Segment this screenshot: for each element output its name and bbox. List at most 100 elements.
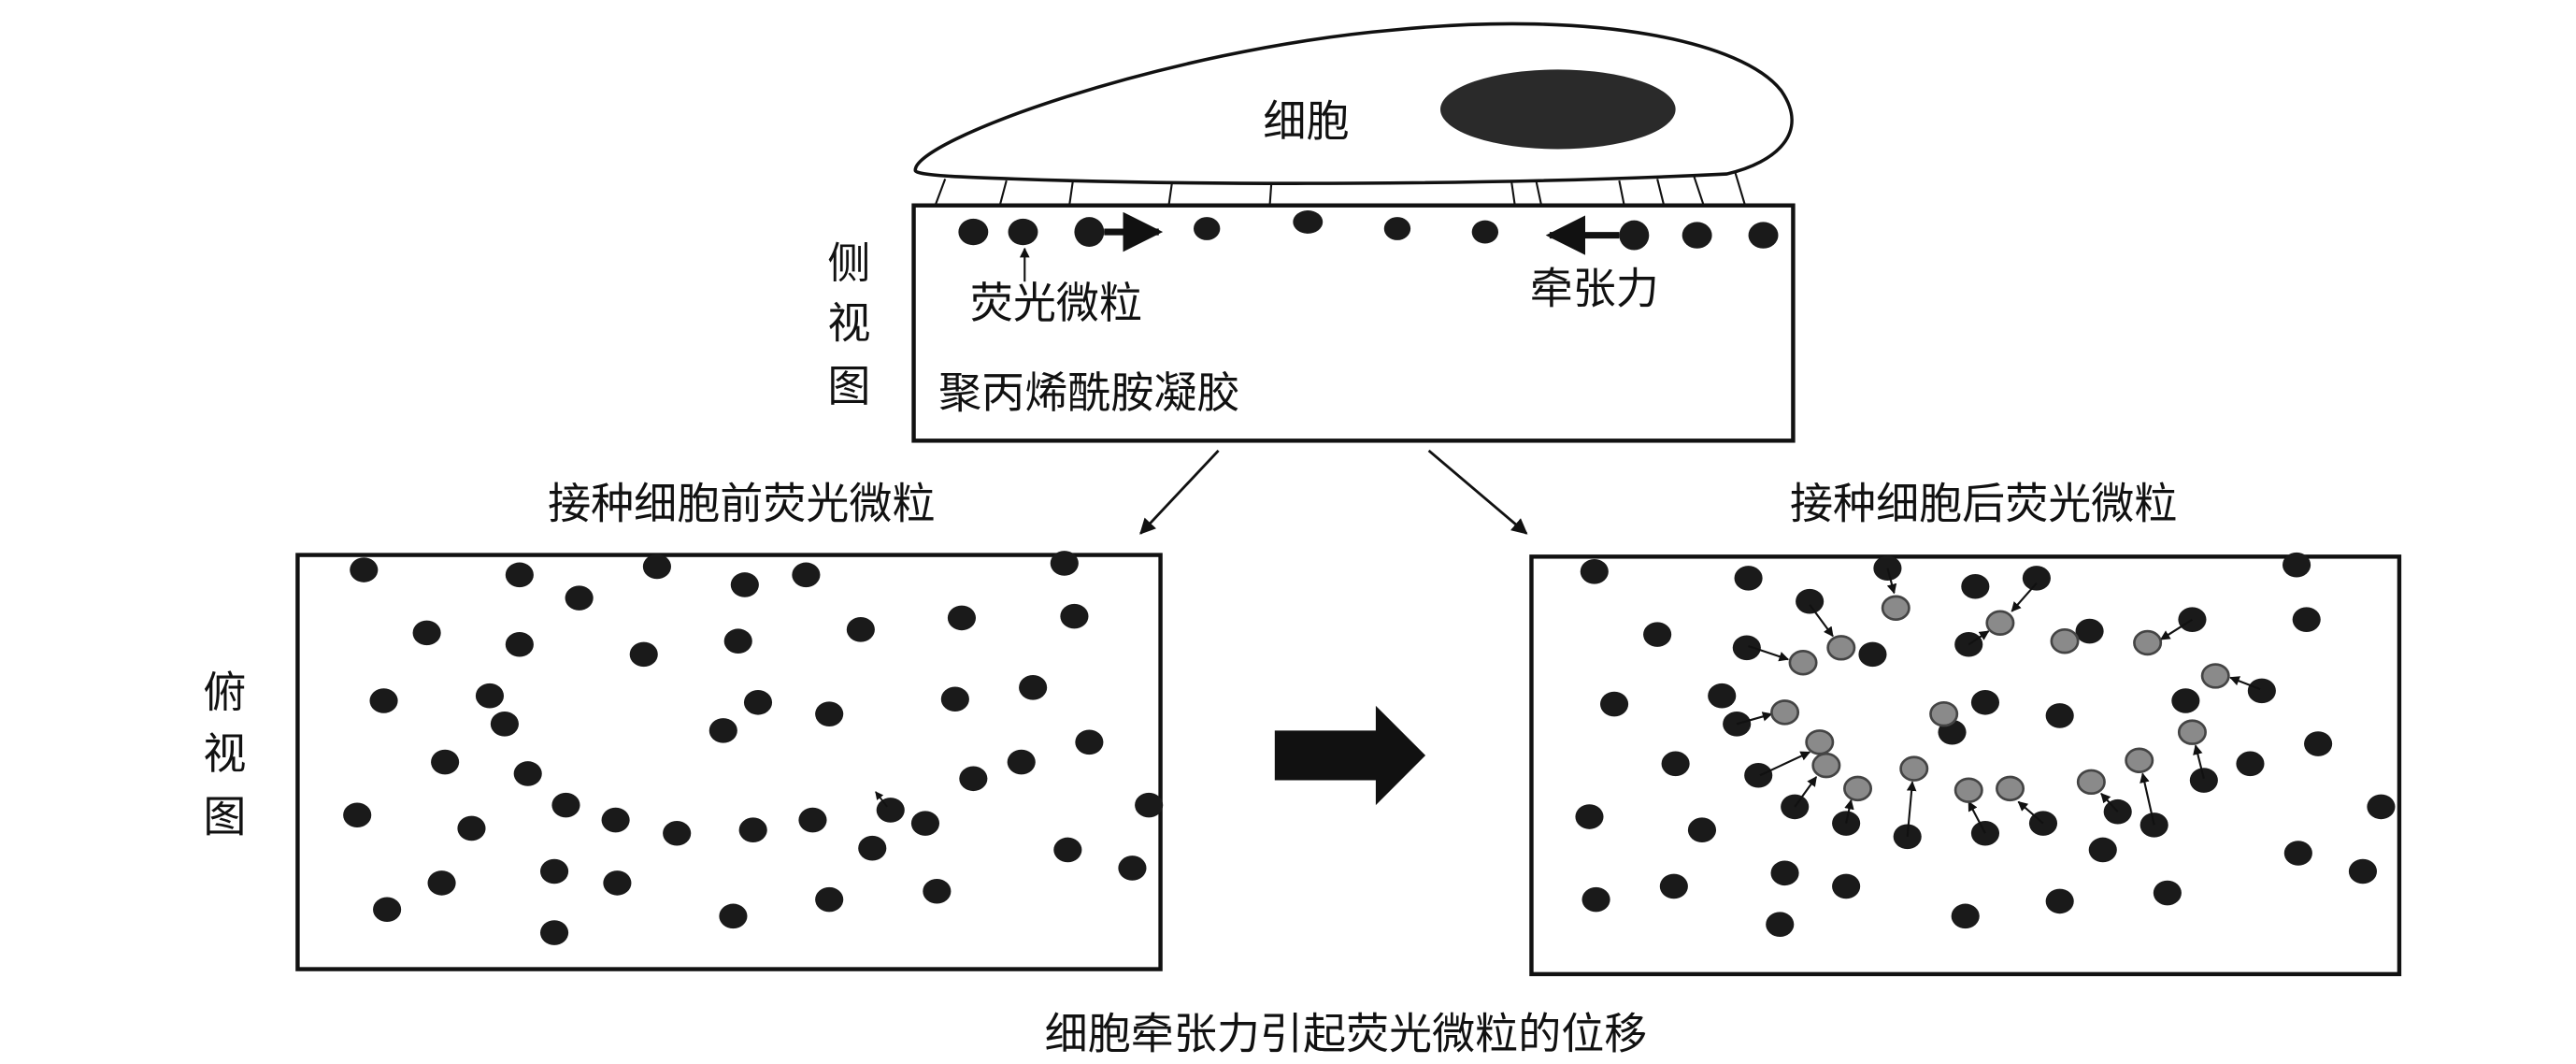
bead	[958, 218, 989, 246]
focal-adhesions	[934, 171, 1747, 207]
bead	[2045, 703, 2074, 728]
displacement-arrow	[1748, 645, 1790, 662]
bead	[1970, 689, 2000, 715]
gel-label: 聚丙烯酰胺凝胶	[938, 367, 1239, 418]
bead	[2304, 731, 2333, 756]
bead	[723, 628, 752, 654]
bead	[1770, 860, 1799, 886]
bead	[910, 811, 940, 836]
bead	[743, 689, 773, 715]
bead	[1050, 551, 1079, 576]
displaced-bead	[2076, 769, 2106, 796]
bead	[601, 807, 630, 833]
bead	[940, 686, 969, 712]
side-view-label-2: 视	[827, 297, 870, 348]
bead	[2348, 858, 2378, 884]
bead	[2088, 837, 2117, 863]
bead	[490, 712, 519, 737]
bead	[1744, 762, 1773, 788]
bead	[2283, 841, 2312, 866]
displaced-bead	[2177, 719, 2207, 745]
bead	[343, 802, 372, 828]
bead	[798, 807, 827, 833]
after-title: 接种细胞后荧光微粒	[1790, 479, 2177, 529]
bead	[1858, 641, 1887, 668]
bead	[1194, 217, 1221, 240]
bead	[2075, 618, 2104, 644]
bead	[1619, 220, 1650, 251]
bead	[2367, 794, 2396, 820]
bead	[1293, 210, 1324, 234]
displaced-bead	[1805, 729, 1835, 755]
bead	[708, 718, 737, 743]
displacement-arrow	[2193, 744, 2205, 780]
bead	[629, 641, 658, 668]
displaced-bead	[2125, 747, 2154, 774]
bead	[1832, 873, 1861, 899]
process-arrow	[1274, 705, 1426, 806]
traction-label: 牵张力	[1530, 263, 1659, 313]
top-view-before	[295, 551, 1164, 971]
bead	[551, 792, 580, 818]
displaced-bead	[2133, 629, 2163, 656]
bead	[2283, 552, 2311, 578]
bead	[858, 835, 887, 861]
displaced-bead	[1811, 752, 1841, 779]
bead	[719, 903, 748, 929]
bead	[2171, 688, 2200, 713]
bead	[2189, 768, 2218, 793]
displaced-bead	[1770, 699, 1800, 726]
bead	[1643, 622, 1672, 647]
bead	[730, 572, 759, 597]
top-view-label-3: 图	[203, 791, 246, 841]
bead	[369, 688, 398, 713]
bead	[1687, 817, 1717, 842]
bead-label: 荧光微粒	[970, 278, 1142, 328]
displacement-arrow	[1794, 776, 1818, 808]
bead	[350, 557, 379, 582]
bead	[475, 683, 505, 709]
bead	[505, 631, 534, 657]
bead	[457, 815, 486, 841]
top-view-after	[1529, 552, 2402, 977]
bead	[959, 766, 988, 792]
displaced-bead	[1985, 610, 2015, 636]
bead	[2045, 888, 2074, 914]
displacement-arrows	[1736, 568, 2261, 837]
branch-arrow-right	[1427, 449, 1528, 535]
bead	[1060, 603, 1089, 629]
displaced-bead	[1788, 650, 1818, 676]
displacement-arrow	[1906, 781, 1917, 837]
displacement-arrow	[1844, 798, 1854, 824]
displaced-bead	[1953, 777, 1983, 803]
displacement-arrow	[2017, 800, 2044, 825]
bead	[1075, 729, 1104, 755]
bead	[1708, 683, 1737, 709]
bead	[2022, 566, 2051, 591]
displacement-arrow	[2100, 792, 2119, 812]
bead	[2153, 880, 2182, 906]
bead	[923, 878, 952, 904]
bead	[1580, 559, 1609, 584]
cell-nucleus	[1440, 69, 1676, 150]
bead	[738, 817, 767, 842]
bead	[1007, 749, 1036, 775]
bead	[431, 749, 460, 775]
bead	[1383, 217, 1411, 240]
bead	[1074, 217, 1105, 248]
bead	[947, 605, 977, 631]
gel-substrate	[911, 203, 1796, 443]
displaced-bead	[2200, 663, 2230, 689]
bead	[513, 761, 542, 786]
displaced-bead	[1929, 700, 1959, 727]
top-view-after-beads	[1575, 552, 2396, 937]
bead	[876, 798, 905, 823]
bead	[792, 562, 821, 588]
bead	[1682, 222, 1712, 249]
bead	[603, 870, 632, 896]
displacement-arrow	[1968, 800, 1986, 834]
bead	[1734, 566, 1763, 591]
bead	[1008, 218, 1038, 246]
bead	[1135, 792, 1164, 818]
